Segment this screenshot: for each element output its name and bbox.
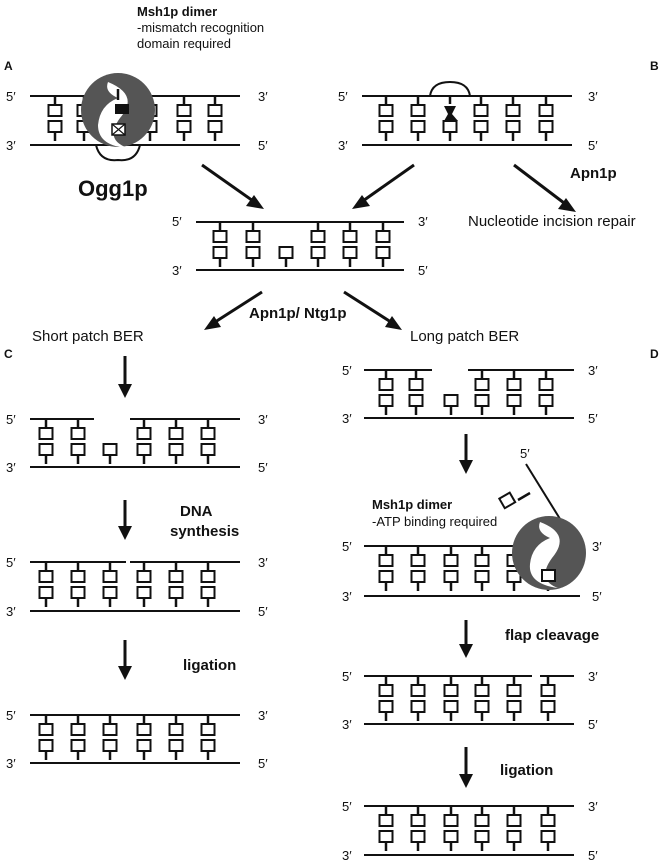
arrow-c-2 xyxy=(118,500,132,540)
dna-c1-top-3prime: 3′ xyxy=(258,412,268,427)
msh1p-dimer-a xyxy=(81,73,155,148)
dna-duplex-d-flap: 5′ 3′ 3′ 5′ xyxy=(342,463,602,604)
apn1p-ntg1p-label: Apn1p/ Ntg1p xyxy=(249,305,347,322)
arrow-ogg1p-to-ap-site xyxy=(201,163,264,209)
dna-ap-top-5prime: 5′ xyxy=(172,214,182,229)
dna-c1-bottom-5prime: 5′ xyxy=(258,460,268,475)
dna-duplex-d-cleaved: 5′ 3′ 3′ 5′ xyxy=(342,669,598,732)
dna-a-top-3prime: 3′ xyxy=(258,89,268,104)
msh1p-top-line2: domain required xyxy=(137,36,231,51)
dna-d1-bottom-3prime: 3′ xyxy=(342,411,352,426)
arrow-b-to-ap-site xyxy=(352,163,415,209)
dna-a-bottom-5prime: 5′ xyxy=(258,138,268,153)
arrow-c-3 xyxy=(118,640,132,680)
dna-d2-bottom-3prime: 3′ xyxy=(342,589,352,604)
dna-synthesis-label-2: synthesis xyxy=(170,523,239,540)
flap-cleavage-label: flap cleavage xyxy=(505,627,599,644)
dna-b-top-5prime: 5′ xyxy=(338,89,348,104)
dna-duplex-ap-site: 5′ 3′ 3′ 5′ xyxy=(172,214,428,278)
dna-d1-bottom-5prime: 5′ xyxy=(588,411,598,426)
msh1p-top-title: Msh1p dimer xyxy=(137,4,217,19)
dna-c1-bottom-3prime: 3′ xyxy=(6,460,16,475)
dna-synthesis-label-1: DNA xyxy=(180,503,213,520)
dna-b-bottom-3prime: 3′ xyxy=(338,138,348,153)
dna-d2-top-3prime: 3′ xyxy=(592,539,602,554)
dna-b-top-3prime: 3′ xyxy=(588,89,598,104)
dna-c2-bottom-5prime: 5′ xyxy=(258,604,268,619)
dna-c3-top-5prime: 5′ xyxy=(6,708,16,723)
dna-d4-top-5prime: 5′ xyxy=(342,799,352,814)
dna-c3-bottom-3prime: 3′ xyxy=(6,756,16,771)
dna-c1-top-5prime: 5′ xyxy=(6,412,16,427)
dna-d3-top-3prime: 3′ xyxy=(588,669,598,684)
dna-ap-top-3prime: 3′ xyxy=(418,214,428,229)
dna-d1-top-5prime: 5′ xyxy=(342,363,352,378)
dna-d3-bottom-3prime: 3′ xyxy=(342,717,352,732)
arrow-d-1 xyxy=(459,434,473,474)
msh1p-lower-title: Msh1p dimer xyxy=(372,497,452,512)
nucleotide-incision-repair-label: Nucleotide incision repair xyxy=(468,213,636,230)
dna-d3-bottom-5prime: 5′ xyxy=(588,717,598,732)
flap-5prime-label: 5′ xyxy=(520,446,530,461)
panel-label-b: B xyxy=(650,59,659,73)
dna-duplex-d-nicked: 5′ 3′ 3′ 5′ xyxy=(342,363,598,426)
arrow-to-short-patch xyxy=(204,290,263,330)
ligation-left-label: ligation xyxy=(183,657,236,674)
short-patch-ber-label: Short patch BER xyxy=(32,328,144,345)
dna-ap-bottom-5prime: 5′ xyxy=(418,263,428,278)
arrow-to-long-patch xyxy=(343,290,402,330)
dna-duplex-c-filled: 5′ 3′ 3′ 5′ xyxy=(6,555,268,619)
dna-d3-top-5prime: 5′ xyxy=(342,669,352,684)
ligation-right-label: ligation xyxy=(500,762,553,779)
dna-a-bottom-3prime: 3′ xyxy=(6,138,16,153)
dna-duplex-d-ligated: 5′ 3′ 3′ 5′ xyxy=(342,799,598,863)
dna-c2-top-3prime: 3′ xyxy=(258,555,268,570)
dna-b-bottom-5prime: 5′ xyxy=(588,138,598,153)
dna-c2-top-5prime: 5′ xyxy=(6,555,16,570)
msh1p-top-line1: -mismatch recognition xyxy=(137,20,264,35)
ogg1p-label: Ogg1p xyxy=(78,176,148,201)
dna-duplex-b: 5′ 3′ 3′ 5′ xyxy=(338,80,598,153)
dna-d2-top-5prime: 5′ xyxy=(342,539,352,554)
arrow-d-2 xyxy=(459,620,473,658)
msh1p-lower-line1: -ATP binding required xyxy=(372,514,497,529)
dna-d4-bottom-3prime: 3′ xyxy=(342,848,352,863)
dna-c2-bottom-3prime: 3′ xyxy=(6,604,16,619)
panel-label-d: D xyxy=(650,347,659,361)
arrow-apn1p-nir xyxy=(513,163,576,212)
msh1p-dimer-d xyxy=(512,516,586,590)
dna-c3-bottom-5prime: 5′ xyxy=(258,756,268,771)
arrow-d-3 xyxy=(459,747,473,788)
panel-label-a: A xyxy=(4,59,13,73)
long-patch-ber-label: Long patch BER xyxy=(410,328,519,345)
arrow-c-1 xyxy=(118,356,132,398)
dna-c3-top-3prime: 3′ xyxy=(258,708,268,723)
dna-duplex-c-ligated: 5′ 3′ 3′ 5′ xyxy=(6,708,268,771)
dna-duplex-c-nicked: 5′ 3′ 3′ 5′ xyxy=(6,412,268,475)
dna-d4-bottom-5prime: 5′ xyxy=(588,848,598,863)
dna-d4-top-3prime: 3′ xyxy=(588,799,598,814)
apn1p-label: Apn1p xyxy=(570,165,617,182)
dna-d1-top-3prime: 3′ xyxy=(588,363,598,378)
dna-d2-bottom-5prime: 5′ xyxy=(592,589,602,604)
dna-ap-bottom-3prime: 3′ xyxy=(172,263,182,278)
panel-label-c: C xyxy=(4,347,13,361)
dna-a-top-5prime: 5′ xyxy=(6,89,16,104)
